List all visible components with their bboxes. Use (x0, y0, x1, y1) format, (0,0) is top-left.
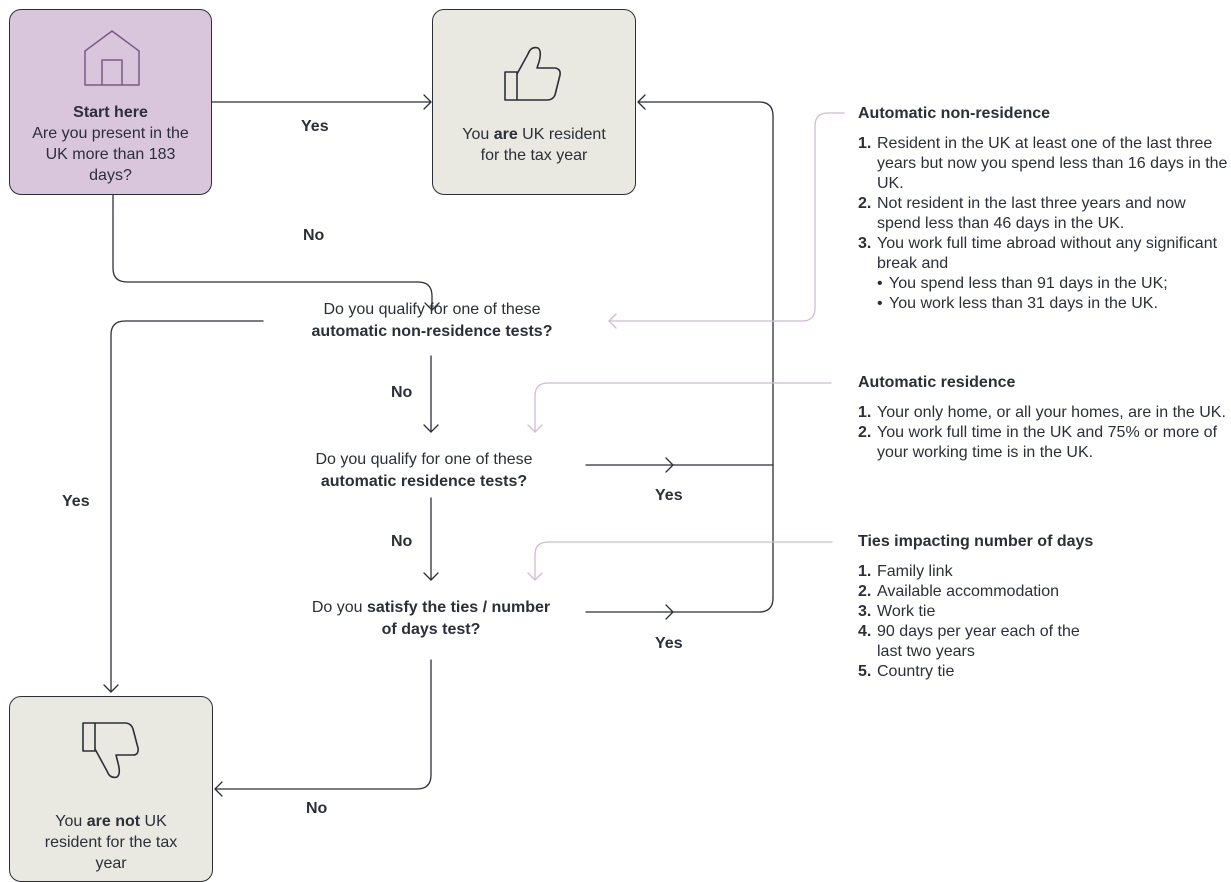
panel-non-residence: Automatic non-residence 1. Resident in th… (858, 104, 1228, 314)
list-item-number: 4. (858, 623, 872, 640)
resident-text-post: UK resident for the tax year (480, 126, 606, 164)
label-yes-left: Yes (62, 493, 90, 510)
list-item: 2. Not resident in the last three years a… (858, 194, 1228, 234)
list-item-number: 2. (858, 583, 872, 600)
panel-residence: Automatic residence 1. Your only home, or… (858, 373, 1228, 463)
list-item-text: 90 days per year each of the last two ye… (877, 623, 1080, 660)
list-item-text: You work full time in the UK and 75% or … (877, 424, 1218, 461)
connector-q3-no (214, 659, 432, 790)
question-non-residence-line1: Do you qualify for one of these (323, 301, 541, 318)
not-resident-text: You are not UK resident for the tax year (10, 811, 212, 874)
list-item-text: Not resident in the last three years and… (877, 195, 1186, 232)
pointer-residence-head (527, 424, 543, 433)
question-ties: Do you satisfy the ties / number of days… (270, 597, 592, 641)
list-item: 1. Resident in the UK at least one of the… (858, 134, 1228, 194)
panel-ties-title: Ties impacting number of days (858, 533, 1094, 550)
connector-trunk (637, 101, 774, 599)
list-item-text: Country tie (877, 663, 955, 680)
arrowhead-q2-yes (665, 457, 674, 473)
thumbs-down-icon (82, 722, 139, 779)
connector-q1-yes (110, 320, 264, 693)
panel-ties-list: 1.Family link 2.Available accommodation … (858, 562, 1108, 682)
thumbs-up-icon (504, 46, 561, 101)
list-item: 3. You work full time abroad without any … (858, 234, 1228, 314)
question-ties-bold1: satisfy the ties / number (366, 599, 551, 616)
label-no-start: No (303, 227, 325, 244)
list-item-number: 5. (858, 663, 872, 680)
arrowhead-start-yes (423, 94, 432, 110)
start-box: Start here Are you present in the UK mor… (9, 9, 212, 195)
pointer-non-residence-head (608, 313, 617, 329)
start-question: Are you present in the UK more than 183 … (32, 125, 189, 184)
start-title: Start here (73, 104, 148, 121)
panel-non-residence-list: 1. Resident in the UK at least one of the… (858, 134, 1228, 314)
list-item-number: 2. (858, 195, 872, 212)
list-item-text: You work full time abroad without any si… (877, 235, 1218, 272)
list-item-number: 1. (858, 563, 872, 580)
arrowhead-q2-no (423, 572, 439, 581)
pointer-residence (534, 382, 832, 433)
list-item-number: 3. (858, 603, 872, 620)
question-ties-line2: of days test? (381, 621, 481, 638)
list-item-number: 1. (858, 404, 872, 421)
house-icon (84, 30, 140, 86)
arrowhead-q3-no (214, 781, 223, 797)
list-item: 3. Work tie (858, 602, 1108, 622)
list-item: 4. 90 days per year each of the last two … (858, 622, 1108, 662)
list-item-number: 2. (858, 424, 872, 441)
sub-list-item: You work less than 31 days in the UK. (877, 294, 1228, 314)
label-yes-q2: Yes (655, 487, 683, 504)
label-yes-q3: Yes (655, 635, 683, 652)
list-item: 2. Available accommodation (858, 582, 1108, 602)
question-non-residence-line2: automatic non-residence tests? (311, 323, 553, 340)
pointer-ties (534, 541, 833, 581)
label-no-q2: No (391, 533, 413, 550)
sub-list-item: You spend less than 91 days in the UK; (877, 274, 1228, 294)
list-item-text: Available accommodation (877, 583, 1060, 600)
sub-list: You spend less than 91 days in the UK; Y… (877, 274, 1228, 314)
question-residence-line2: automatic residence tests? (320, 473, 528, 490)
question-residence: Do you qualify for one of these automati… (265, 449, 583, 493)
list-item-number: 3. (858, 235, 872, 252)
arrowhead-start-no (424, 302, 440, 311)
arrowhead-q1-yes (103, 684, 119, 693)
not-resident-text-post: UK resident for the tax year (44, 813, 178, 872)
question-residence-line1: Do you qualify for one of these (315, 451, 533, 468)
arrowhead-q1-no (423, 424, 439, 433)
not-resident-text-pre: You (55, 813, 87, 830)
pointer-ties-head (527, 572, 543, 581)
resident-text: You are UK resident for the tax year (433, 124, 635, 166)
arrowhead-trunk (637, 94, 646, 110)
list-item-text: Resident in the UK at least one of the l… (877, 135, 1228, 192)
not-resident-box: You are not UK resident for the tax year (9, 696, 213, 882)
list-item-text: Your only home, or all your homes, are i… (877, 404, 1226, 421)
panel-residence-title: Automatic residence (858, 374, 1016, 391)
question-ties-pre: Do you (311, 599, 367, 616)
panel-ties: Ties impacting number of days 1. Family l… (858, 532, 1108, 682)
connector-q3-yes (585, 597, 774, 613)
pointer-non-residence (608, 112, 845, 322)
list-item: 1. Your only home, or all your homes, are… (858, 403, 1228, 423)
arrowhead-q3-yes (665, 604, 674, 620)
resident-text-bold: are (493, 126, 518, 143)
question-ties-line1: Do you satisfy the ties / number (270, 597, 592, 619)
resident-box: You are UK resident for the tax year (432, 9, 636, 195)
list-item-text: Family link (877, 563, 953, 580)
panel-residence-list: 1. Your only home, or all your homes, are… (858, 403, 1228, 463)
list-item: 1. Family link (858, 562, 1108, 582)
label-no-q1: No (391, 384, 413, 401)
list-item: 5. Country tie (858, 662, 1108, 682)
not-resident-text-bold: are not (86, 813, 141, 830)
label-no-bottom: No (306, 800, 328, 817)
list-item-number: 1. (858, 135, 872, 152)
list-item-text: Work tie (877, 603, 936, 620)
label-yes-top: Yes (301, 118, 329, 135)
list-item: 2. You work full time in the UK and 75% o… (858, 423, 1228, 463)
resident-text-pre: You (462, 126, 494, 143)
connector-start-no (112, 194, 433, 311)
panel-non-residence-title: Automatic non-residence (858, 105, 1051, 122)
question-non-residence: Do you qualify for one of these automati… (265, 299, 599, 343)
